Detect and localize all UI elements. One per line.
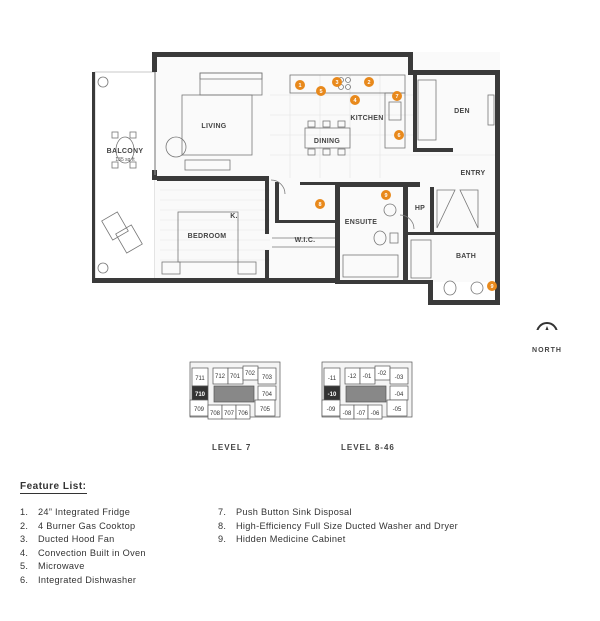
feature-badge-8: 8: [315, 199, 325, 209]
svg-text:703: 703: [262, 375, 273, 381]
feature-badge-4: 4: [350, 95, 360, 105]
svg-text:-02: -02: [378, 371, 387, 377]
svg-text:701: 701: [230, 374, 241, 380]
svg-text:704: 704: [262, 392, 273, 398]
feature-badge-9a: 9: [381, 190, 391, 200]
svg-text:710: 710: [195, 392, 206, 398]
feature-item: 7.Push Button Sink Disposal: [218, 507, 352, 517]
svg-text:-10: -10: [328, 392, 337, 398]
svg-text:-07: -07: [357, 411, 366, 417]
svg-text:9: 9: [384, 193, 387, 199]
key-plan-level7: [189, 361, 281, 420]
svg-text:5: 5: [319, 89, 322, 95]
balcony-area-text: 135 sq ft: [115, 157, 135, 163]
north-label: NORTH: [532, 347, 562, 354]
svg-text:-05: -05: [393, 407, 402, 413]
feature-column-1: 1.24” Integrated Fridge 2.4 Burner Gas C…: [20, 506, 146, 587]
room-label-bath: BATH: [456, 253, 476, 260]
room-label-balcony: BALCONY: [107, 148, 144, 155]
feature-badges: 1 2 3 4 5 6 7 8 9 9: [295, 77, 497, 291]
key-plan-level7-labels: 711 712 701 702 703 710 704 709 708 707 …: [194, 371, 273, 417]
svg-text:2: 2: [367, 80, 370, 86]
svg-text:711: 711: [195, 376, 205, 382]
floor-plan: BALCONY 135 sq ft LIVING KITCHEN DINING …: [92, 52, 558, 330]
feature-badge-9b: 9: [487, 281, 497, 291]
feature-item: 2.4 Burner Gas Cooktop: [20, 520, 136, 531]
key-plan-level8: [321, 361, 413, 420]
feature-badge-3: 3: [332, 77, 342, 87]
level8-label: LEVEL 8-46: [341, 443, 395, 452]
room-label-living: LIVING: [201, 123, 226, 130]
svg-text:705: 705: [260, 407, 271, 413]
svg-text:-11: -11: [328, 376, 337, 382]
room-label-dining: DINING: [314, 138, 341, 145]
svg-text:708: 708: [210, 411, 221, 417]
room-label-den: DEN: [454, 108, 470, 115]
svg-text:712: 712: [215, 374, 226, 380]
svg-text:-09: -09: [327, 407, 336, 413]
north-arrow-icon: [536, 322, 558, 330]
feature-item: 8.High-Efficiency Full Size Ducted Washe…: [218, 520, 459, 531]
feature-item: 1.24” Integrated Fridge: [20, 507, 131, 517]
svg-text:-06: -06: [371, 411, 380, 417]
feature-item: 3.Ducted Hood Fan: [20, 534, 115, 544]
svg-text:6: 6: [397, 133, 400, 139]
feature-item: 5.Microwave: [20, 561, 85, 571]
svg-text:7: 7: [395, 94, 398, 100]
svg-text:-08: -08: [343, 411, 352, 417]
feature-item: 4.Convection Built in Oven: [20, 547, 146, 558]
svg-text:709: 709: [194, 407, 205, 413]
svg-text:-04: -04: [395, 392, 404, 398]
feature-item: 9.Hidden Medicine Cabinet: [218, 534, 346, 544]
room-label-wic: W.I.C.: [295, 237, 316, 244]
floor-fill: [155, 52, 500, 282]
room-label-k: K.: [230, 213, 238, 220]
svg-text:-01: -01: [363, 374, 372, 380]
svg-text:4: 4: [353, 98, 357, 104]
feature-badge-2: 2: [364, 77, 374, 87]
room-label-entry: ENTRY: [461, 170, 486, 177]
feature-badge-5: 5: [316, 86, 326, 96]
room-label-ensuite: ENSUITE: [345, 219, 377, 226]
balcony-area: [94, 71, 156, 281]
walls: [92, 52, 500, 305]
room-label-bedroom: BEDROOM: [188, 233, 227, 240]
svg-text:-03: -03: [395, 375, 404, 381]
level7-label: LEVEL 7: [212, 443, 252, 452]
key-plans: 711 712 701 702 703 710 704 709 708 707 …: [189, 361, 413, 420]
feature-badge-6: 6: [394, 130, 404, 140]
feature-badge-7: 7: [392, 91, 402, 101]
svg-text:-12: -12: [348, 374, 357, 380]
room-label-kitchen: KITCHEN: [350, 115, 383, 122]
svg-text:702: 702: [245, 371, 256, 377]
room-label-hp: HP: [415, 205, 425, 212]
svg-text:9: 9: [490, 284, 493, 290]
feature-item: 6.Integrated Dishwasher: [20, 574, 137, 585]
feature-list: Feature List: 1.24” Integrated Fridge 2.…: [20, 476, 580, 585]
svg-text:706: 706: [238, 411, 249, 417]
svg-text:8: 8: [318, 202, 321, 208]
feature-badge-1: 1: [295, 80, 305, 90]
svg-text:707: 707: [224, 411, 235, 417]
svg-text:3: 3: [335, 80, 338, 86]
feature-list-title: Feature List:: [20, 481, 87, 494]
key-plan-level8-labels: -11 -12 -01 -02 -03 -10 -04 -09 -08 -07 …: [327, 371, 404, 417]
furniture: [97, 72, 495, 296]
svg-text:1: 1: [298, 83, 301, 89]
feature-column-2: 7.Push Button Sink Disposal 8.High-Effic…: [218, 506, 458, 547]
